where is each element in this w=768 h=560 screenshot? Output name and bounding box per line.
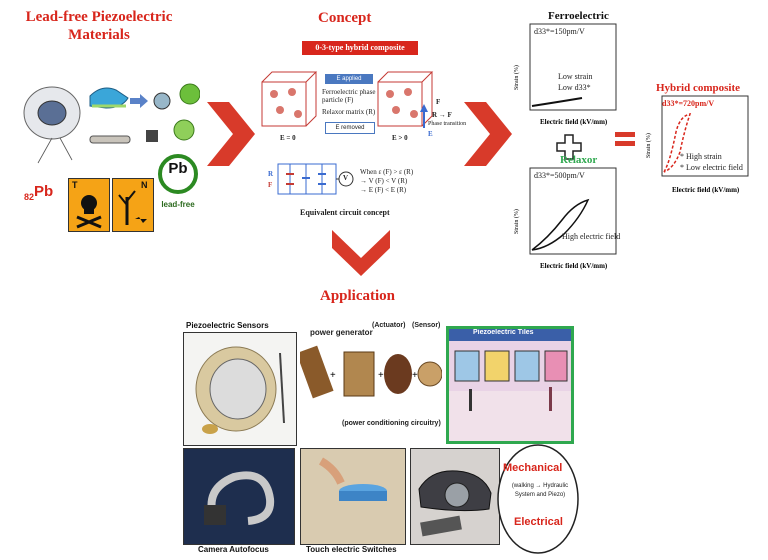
energy-conversion-circle xyxy=(497,444,579,554)
cube-poled xyxy=(377,71,434,128)
plus-icon xyxy=(556,134,582,160)
piezo-sensor-image xyxy=(183,332,297,446)
e-applied-arrow: E applied xyxy=(325,74,373,84)
touch-switch-image xyxy=(300,448,406,545)
piezo-disc-icon xyxy=(195,346,285,434)
pb-badge-icon xyxy=(158,154,198,194)
piezo-shoe-image xyxy=(410,448,500,545)
application-title: Application xyxy=(320,288,396,304)
hybrid-chart-title: Hybrid composite xyxy=(656,82,741,94)
concept-title: Concept xyxy=(318,10,372,26)
power-generator-components: + + + xyxy=(296,345,443,399)
environment-hazard-sign: N xyxy=(112,178,154,232)
shoe-icon xyxy=(418,470,492,537)
toxic-sign: T xyxy=(68,178,110,232)
equivalent-circuit-caption: Equivalent circuit concept xyxy=(300,208,390,217)
power-generator-panel: power generator (Actuator) (Sensor) + + … xyxy=(296,322,443,438)
tiles-scene xyxy=(449,329,571,441)
svg-text:+: + xyxy=(412,370,418,381)
chevron-right-icon xyxy=(207,102,255,166)
hybrid-ylabel: Strain (%) xyxy=(645,133,652,158)
camera-autofocus-image xyxy=(183,448,295,545)
relaxor-xlabel: Electric field (kV/mm) xyxy=(540,262,608,270)
ferro-ylabel: Strain (%) xyxy=(513,65,520,90)
ferro-xlabel: Electric field (kV/mm) xyxy=(540,118,608,126)
equivalent-circuit xyxy=(277,163,354,195)
svg-text:+: + xyxy=(378,370,384,381)
touch-button-icon xyxy=(318,457,387,501)
relaxor-chart-title: Relaxor xyxy=(560,154,598,166)
hybrid-chart: Strain (%) Electric field (kV/mm) xyxy=(645,95,749,194)
materials-collage xyxy=(10,68,201,178)
hybrid-xlabel: Electric field (kV/mm) xyxy=(672,186,740,194)
pb-lead-free-badge: Pb lead-free xyxy=(158,150,198,216)
piezo-tiles-image: Piezoelectric Tiles xyxy=(446,326,574,444)
skull-icon xyxy=(76,195,102,229)
dead-tree-icon xyxy=(118,190,147,225)
equals-icon xyxy=(615,132,635,146)
chevron-right-icon xyxy=(464,102,512,166)
materials-illustration xyxy=(23,83,201,164)
dielectric-equations: When ε (F) > ε (R) → V (F) < V (R) → E (… xyxy=(360,168,414,194)
relaxor-chart: Strain (%) Electric field (kV/mm) xyxy=(513,167,617,270)
ferro-chart: Strain (%) Electric field (kV/mm) xyxy=(513,23,617,126)
hybrid-banner: 0-3-type hybrid composite xyxy=(302,41,418,55)
lead-free-title: Lead-free Piezoelectric Materials xyxy=(25,9,173,43)
ferro-chart-title: Ferroelectric xyxy=(548,10,609,22)
e-removed-arrow: E removed xyxy=(325,122,375,134)
lead-symbol: 82Pb xyxy=(24,183,54,202)
svg-text:+: + xyxy=(330,370,336,381)
chevron-down-icon xyxy=(332,230,390,276)
cube-unpoled xyxy=(261,71,318,127)
relaxor-ylabel: Strain (%) xyxy=(513,209,520,234)
spiral-actuator-icon xyxy=(204,471,275,525)
